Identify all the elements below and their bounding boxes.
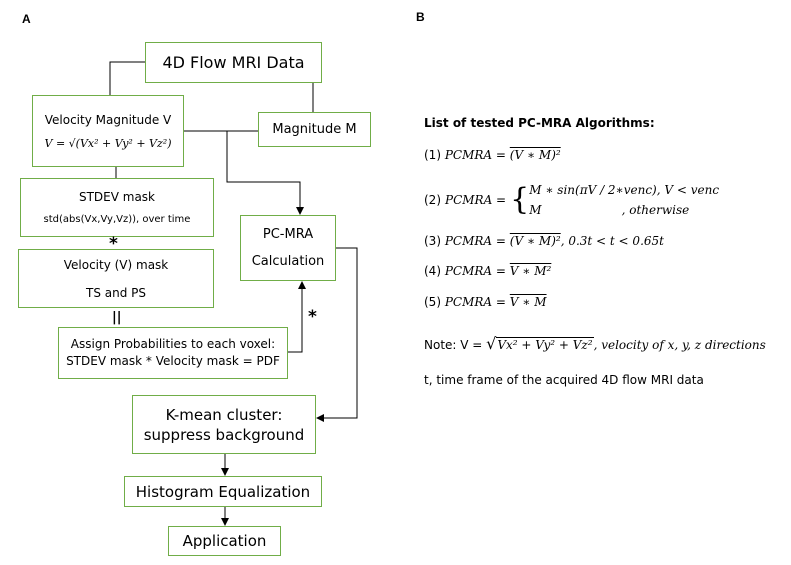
note-formula: Vx² + Vy² + Vz²: [496, 337, 594, 352]
stdev-mask-title: STDEV mask: [78, 190, 156, 204]
velocity-magnitude-title: Velocity Magnitude V: [44, 112, 172, 127]
equals-symbol: ||: [112, 310, 122, 325]
connector-data-velocity: [109, 61, 145, 95]
connector-to-pcmra: [226, 131, 304, 215]
velocity-mask-box: Velocity (V) mask TS and PS: [18, 249, 214, 308]
stdev-mask-formula: std(abs(Vx,Vy,Vz)), over time: [43, 214, 191, 225]
data-source-box: 4D Flow MRI Data: [145, 42, 322, 83]
algorithm-5-lhs: PCMRA =: [444, 295, 506, 309]
algorithm-4-number: (4): [424, 264, 441, 278]
algorithms-heading: List of tested PC-MRA Algorithms:: [424, 116, 655, 130]
assign-line-2: STDEV mask * Velocity mask = PDF: [66, 354, 280, 368]
sqrt-icon: √: [486, 334, 497, 353]
multiply-symbol: *: [109, 234, 118, 254]
algorithm-5-number: (5): [424, 295, 441, 309]
pcmra-line-1: PC-MRA: [262, 227, 314, 242]
magnitude-label: Magnitude M: [272, 122, 357, 137]
panel-label-b: B: [416, 10, 425, 24]
histogram-equalization-box: Histogram Equalization: [124, 476, 322, 507]
velocity-mask-title: Velocity (V) mask: [63, 257, 169, 272]
algorithm-4: (4) PCMRA = V ∗ M²: [424, 264, 551, 278]
time-note: t, time frame of the acquired 4D flow MR…: [424, 373, 704, 387]
pcmra-calculation-box: PC-MRA Calculation: [240, 215, 336, 281]
velocity-magnitude-formula: V = √(Vx² + Vy² + Vz²): [44, 136, 172, 150]
algorithm-3-rhs: (V ∗ M)²: [509, 234, 561, 248]
connector-assign-pcmra: [288, 281, 306, 353]
kmean-line-2: suppress background: [143, 425, 305, 444]
application-box: Application: [168, 526, 281, 556]
velocity-magnitude-box: Velocity Magnitude V V = √(Vx² + Vy² + V…: [32, 95, 184, 167]
arrow-multiply-symbol: *: [308, 307, 317, 327]
algorithm-1-lhs: PCMRA =: [444, 148, 506, 162]
kmean-cluster-box: K-mean cluster: suppress background: [132, 395, 316, 454]
algorithm-2: (2) PCMRA = { M ∗ sin(πV / 2∗venc), V < …: [424, 180, 719, 220]
pcmra-line-2: Calculation: [251, 254, 325, 269]
algorithm-3-condition: , 0.3t < t < 0.65t: [560, 234, 664, 248]
application-label: Application: [182, 532, 267, 550]
note-suffix: , velocity of x, y, z directions: [593, 338, 766, 352]
kmean-line-1: K-mean cluster:: [165, 405, 283, 424]
algorithm-4-rhs: V ∗ M²: [509, 264, 552, 278]
assign-probabilities-box: Assign Probabilities to each voxel: STDE…: [58, 327, 288, 379]
algorithm-1-number: (1): [424, 148, 441, 162]
magnitude-box: Magnitude M: [258, 112, 371, 147]
velocity-note: Note: V = √Vx² + Vy² + Vz², velocity of …: [424, 334, 766, 353]
algorithm-2-case-2: M , otherwise: [529, 203, 690, 217]
algorithm-5-rhs: V ∗ M: [509, 295, 547, 309]
algorithm-3-lhs: PCMRA =: [444, 234, 506, 248]
algorithm-4-lhs: PCMRA =: [444, 264, 506, 278]
assign-line-1: Assign Probabilities to each voxel:: [70, 337, 276, 351]
algorithm-1: (1) PCMRA = (V ∗ M)²: [424, 148, 561, 162]
velocity-mask-subtitle: TS and PS: [85, 285, 146, 300]
piecewise-brace-icon: {: [510, 182, 530, 217]
algorithm-3-number: (3): [424, 234, 441, 248]
algorithm-2-number: (2): [424, 193, 441, 207]
data-source-label: 4D Flow MRI Data: [162, 53, 305, 72]
panel-label-a: A: [22, 12, 31, 26]
histogram-label: Histogram Equalization: [135, 482, 311, 501]
stdev-mask-box: STDEV mask std(abs(Vx,Vy,Vz)), over time: [20, 178, 214, 237]
algorithm-3: (3) PCMRA = (V ∗ M)², 0.3t < t < 0.65t: [424, 234, 664, 248]
note-prefix: Note: V =: [424, 338, 483, 352]
connector-pcmra-kmean: [316, 247, 358, 422]
algorithm-2-case-1: M ∗ sin(πV / 2∗venc), V < venc: [529, 183, 720, 197]
algorithm-2-lhs: PCMRA =: [445, 193, 507, 207]
algorithm-1-rhs: (V ∗ M)²: [509, 148, 561, 162]
algorithm-5: (5) PCMRA = V ∗ M: [424, 295, 547, 309]
